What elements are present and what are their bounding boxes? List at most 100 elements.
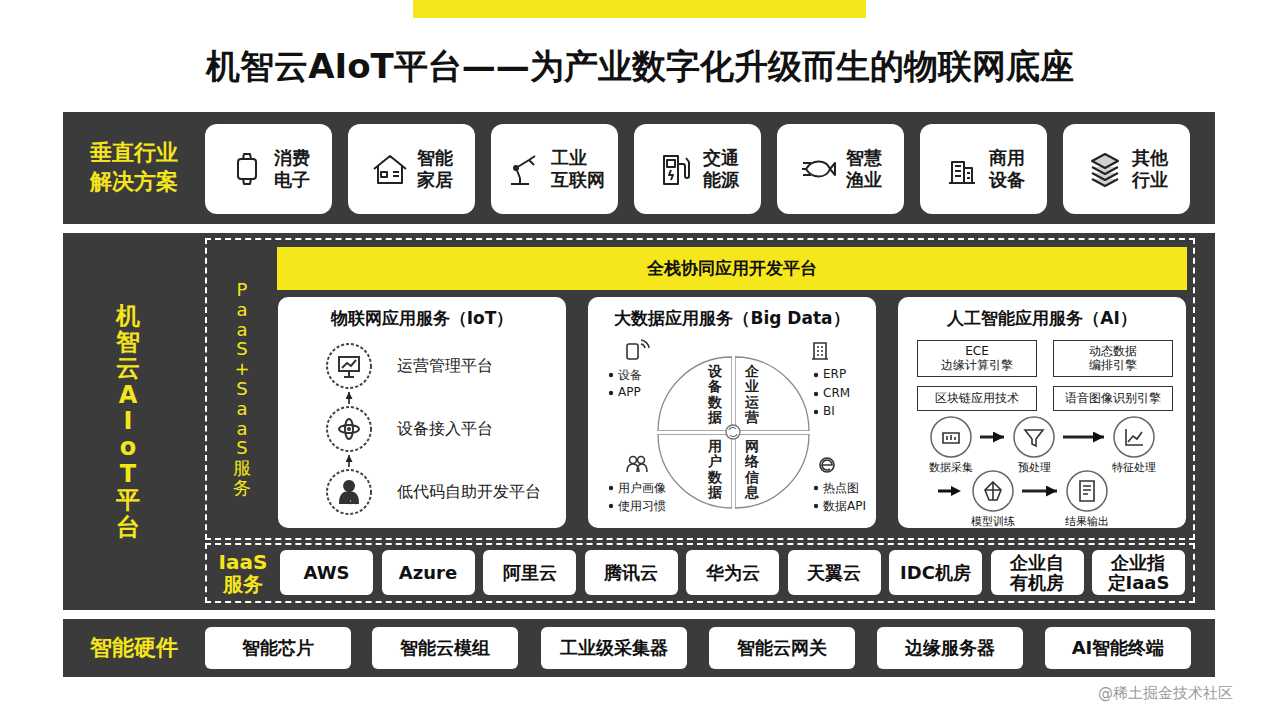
- data-source-icons: [627, 340, 834, 472]
- industry-icon: [657, 150, 695, 188]
- aibox-text: 区块链应用技术: [935, 392, 1019, 406]
- dashed-region: 全栈协同应用开发平台运营管理平台设备接入平台低代码自助开发平台物联网应用服务（I…: [205, 238, 1195, 540]
- band-text: 智能硬件: [63, 634, 205, 663]
- industry-icon: [1086, 150, 1124, 188]
- aibox-text: ECE 边缘计算引擎: [941, 345, 1013, 373]
- data-item: 设备: [618, 367, 642, 384]
- ind-text: 智能 家居: [417, 147, 453, 192]
- engine-box: ECE 边缘计算引擎: [917, 340, 1037, 377]
- quadrant: 网络信息: [735, 434, 810, 509]
- top-accent-bar: [413, 0, 866, 18]
- quad-text: 网络信息: [745, 439, 759, 501]
- cloud-text: 华为云: [706, 563, 760, 583]
- platform-icon: [325, 405, 373, 453]
- cloud-text: Azure: [399, 563, 457, 583]
- industry-box: 智能 家居: [348, 124, 475, 214]
- icon-ring: [327, 470, 371, 514]
- quadrant: 企业运营: [735, 356, 810, 431]
- flow-arrow: [1063, 436, 1104, 439]
- quadrant-outline: [735, 434, 809, 508]
- icon-stroke: [664, 156, 689, 184]
- icon-stroke: [511, 156, 535, 184]
- data-item: CRM: [823, 386, 850, 400]
- list-bullet: [814, 373, 818, 377]
- hardware-box: 工业级采集器: [541, 627, 687, 669]
- ind-text: 消费 电子: [274, 147, 310, 192]
- engine-box: 区块链应用技术: [917, 386, 1037, 411]
- icon-stroke: [943, 433, 959, 443]
- process-circle: 数据采集: [923, 416, 979, 474]
- platform-item: 低代码自助开发平台: [325, 468, 555, 516]
- hw-text: 智能芯片: [242, 636, 314, 660]
- hw-text: 边缘服务器: [905, 636, 995, 660]
- cycle-arrows: [729, 427, 737, 436]
- data-item: APP: [618, 385, 641, 399]
- decor-shape: [812, 343, 828, 359]
- decor-shape: [641, 340, 649, 348]
- ind-text: 工业 互联网: [551, 147, 605, 192]
- decor-shape: [627, 344, 638, 359]
- icon-stroke: [339, 419, 359, 439]
- cycle-symbol: [726, 425, 740, 439]
- ind-text: 其他 行业: [1132, 147, 1168, 192]
- process-ring: [1014, 417, 1054, 457]
- hw-text: 智能云模组: [400, 636, 490, 660]
- decor-shape: [630, 457, 637, 464]
- flow-arrow: [348, 392, 350, 404]
- platform-icon: [325, 342, 373, 390]
- data-item: 热点图: [823, 480, 859, 497]
- ind-text: 商用 设备: [989, 147, 1025, 192]
- quadrant-outline: [658, 434, 732, 508]
- panel-text: 人工智能应用服务（AI）: [898, 307, 1186, 330]
- aic-text: 数据采集: [929, 460, 973, 475]
- process-circle: 预处理: [1006, 416, 1062, 474]
- industry-box: 商用 设备: [920, 124, 1047, 214]
- hardware-box: 智能云模组: [372, 627, 518, 669]
- service-panel: ECE 边缘计算引擎 动态数据 编排引擎区块链应用技术 语音图像识别引擎数据采集 预处…: [898, 297, 1186, 528]
- icon-stroke: [1080, 481, 1094, 501]
- quadrant-outline: [658, 357, 732, 431]
- flow-arrowhead: [951, 486, 961, 496]
- cloud-text: 企业自 有机房: [1010, 553, 1064, 593]
- cloud-text: 腾讯云: [604, 563, 658, 583]
- decor-shape: [820, 458, 834, 472]
- quad-text: 用户数据: [708, 439, 722, 501]
- data-item: 使用习惯: [618, 498, 666, 515]
- cloud-box: Azure: [382, 550, 475, 595]
- industry-box: 工业 互联网: [491, 124, 618, 214]
- watermark: @稀土掘金技术社区: [1098, 684, 1233, 703]
- list-bullet: [814, 410, 818, 414]
- cloud-box: 天翼云: [788, 550, 881, 595]
- cloud-box: 阿里云: [483, 550, 576, 595]
- ind-text: 交通 能源: [703, 147, 739, 192]
- process-ring: [1114, 417, 1154, 457]
- data-item: 用户画像: [618, 480, 666, 497]
- industry-box: 智慧 渔业: [777, 124, 904, 214]
- band-text: 垂直行业 解决方案: [63, 139, 205, 196]
- quadrant: 用户数据: [657, 434, 732, 509]
- page-title: 机智云AIoT平台——为产业数字化升级而生的物联网底座: [0, 44, 1280, 90]
- hardware-box: 智能云网关: [709, 627, 855, 669]
- cloud-box: 腾讯云: [585, 550, 678, 595]
- list-bullet: [609, 391, 613, 395]
- process-ring: [1067, 471, 1107, 511]
- data-item: 数据API: [823, 498, 866, 515]
- process-icon: [1066, 470, 1108, 512]
- quad-text: 企业运营: [745, 364, 759, 426]
- panel-text: 大数据应用服务（Big Data）: [588, 307, 876, 330]
- hw-text: 工业级采集器: [560, 636, 668, 660]
- process-circle: 特征处理: [1106, 416, 1162, 474]
- cloud-box: 企业指 定IaaS: [1092, 550, 1185, 595]
- industry-icon: [228, 150, 266, 188]
- aic-text: 模型训练: [971, 514, 1015, 529]
- aibox-text: 语音图像识别引擎: [1065, 392, 1161, 406]
- bandv-text: 机智云AIoT平台: [116, 303, 140, 541]
- aibox-text: 动态数据 编排引擎: [1089, 345, 1137, 373]
- platform-item: 运营管理平台: [325, 342, 535, 390]
- process-circle: 模型训练: [965, 470, 1021, 528]
- icon-stroke: [339, 357, 359, 377]
- decor-shape: [627, 464, 647, 472]
- hardware-box: 智能芯片: [205, 627, 351, 669]
- decor-shape: [822, 460, 832, 470]
